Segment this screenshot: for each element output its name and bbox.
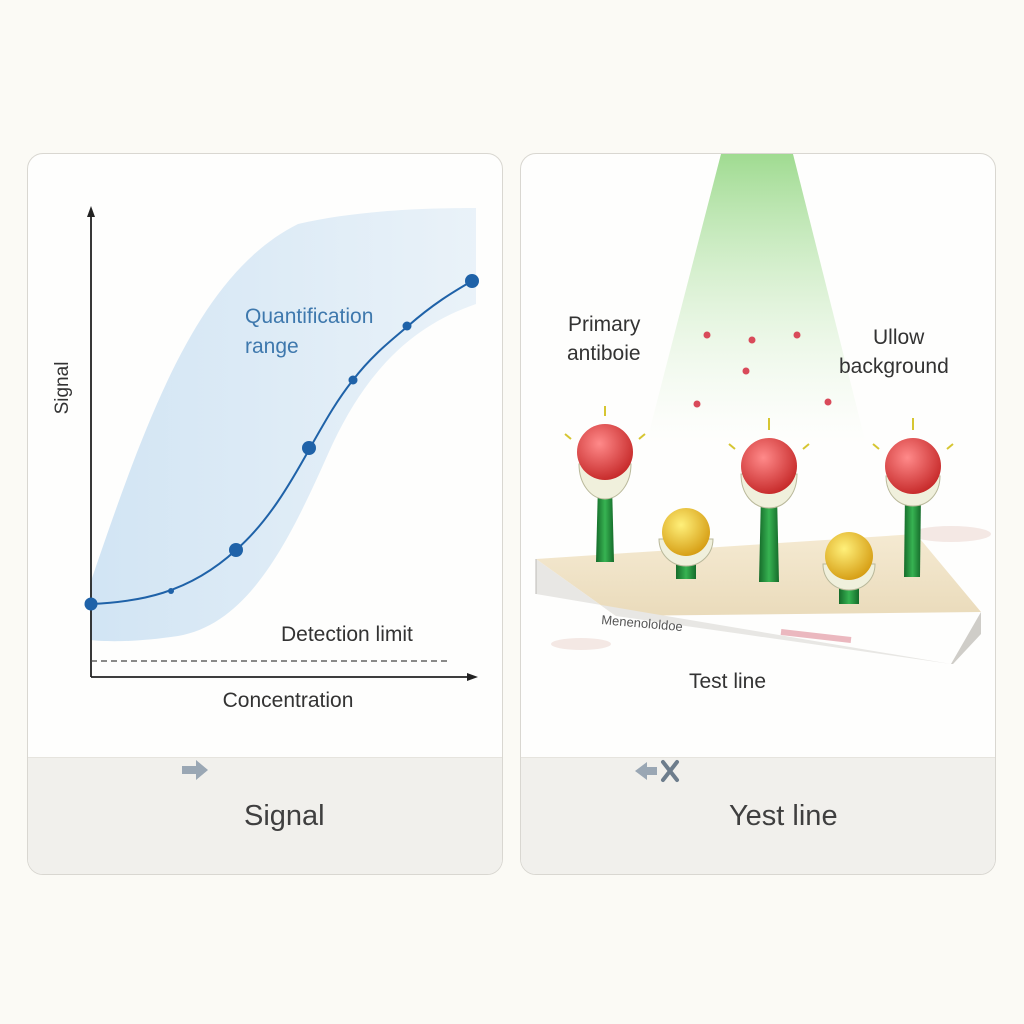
strip-text: Menenololdoe <box>601 612 684 634</box>
x-axis-arrow <box>467 673 478 681</box>
quantification-band <box>90 208 476 642</box>
arrow-right-icon <box>182 760 208 780</box>
range-label-line1: Quantification <box>245 305 373 328</box>
data-point <box>168 588 174 594</box>
primary-label-line2: antiboie <box>567 342 641 365</box>
test-line-card-footer: Yest line <box>521 757 995 874</box>
data-point <box>348 375 358 385</box>
background-label-line1: Ullow <box>873 326 925 349</box>
signal-curve-card: Quantification range Detection limit Con… <box>27 153 503 875</box>
background-smudge <box>911 526 991 542</box>
signal-card-footer: Signal <box>28 757 502 874</box>
background-label-line2: background <box>839 355 949 378</box>
background-smudge <box>551 638 611 650</box>
gold-capture-complex <box>822 532 876 604</box>
floating-particles <box>693 331 832 408</box>
test-line-footer-label: Yest line <box>729 800 838 832</box>
test-line-card: Menenololdoe <box>520 153 996 875</box>
test-line-label: Test line <box>689 670 766 693</box>
red-capture-complex <box>740 438 798 582</box>
data-point <box>402 321 412 331</box>
red-capture-complex <box>885 438 941 577</box>
signal-footer-label: Signal <box>244 800 325 832</box>
gold-capture-complex <box>658 508 714 579</box>
primary-label-line1: Primary <box>568 313 641 336</box>
data-point <box>84 597 98 611</box>
y-axis-label: Signal <box>52 362 73 415</box>
test-line-marker <box>780 629 852 643</box>
x-axis-label: Concentration <box>223 689 354 712</box>
range-label-line2: range <box>245 335 299 358</box>
test-line-illustration: Menenololdoe <box>535 154 991 693</box>
detection-limit-label: Detection limit <box>281 623 413 646</box>
strip-front <box>536 559 951 664</box>
arrow-cross-icon <box>635 760 679 782</box>
data-point <box>465 274 479 288</box>
data-point <box>229 543 243 557</box>
antibody-sparks <box>564 406 954 450</box>
light-beam <box>646 154 866 444</box>
data-point <box>302 441 316 455</box>
y-axis-arrow <box>87 206 95 217</box>
signal-curve-diagram: Quantification range Detection limit Con… <box>52 206 479 712</box>
red-capture-complex <box>577 424 633 562</box>
strip-side <box>951 612 981 664</box>
